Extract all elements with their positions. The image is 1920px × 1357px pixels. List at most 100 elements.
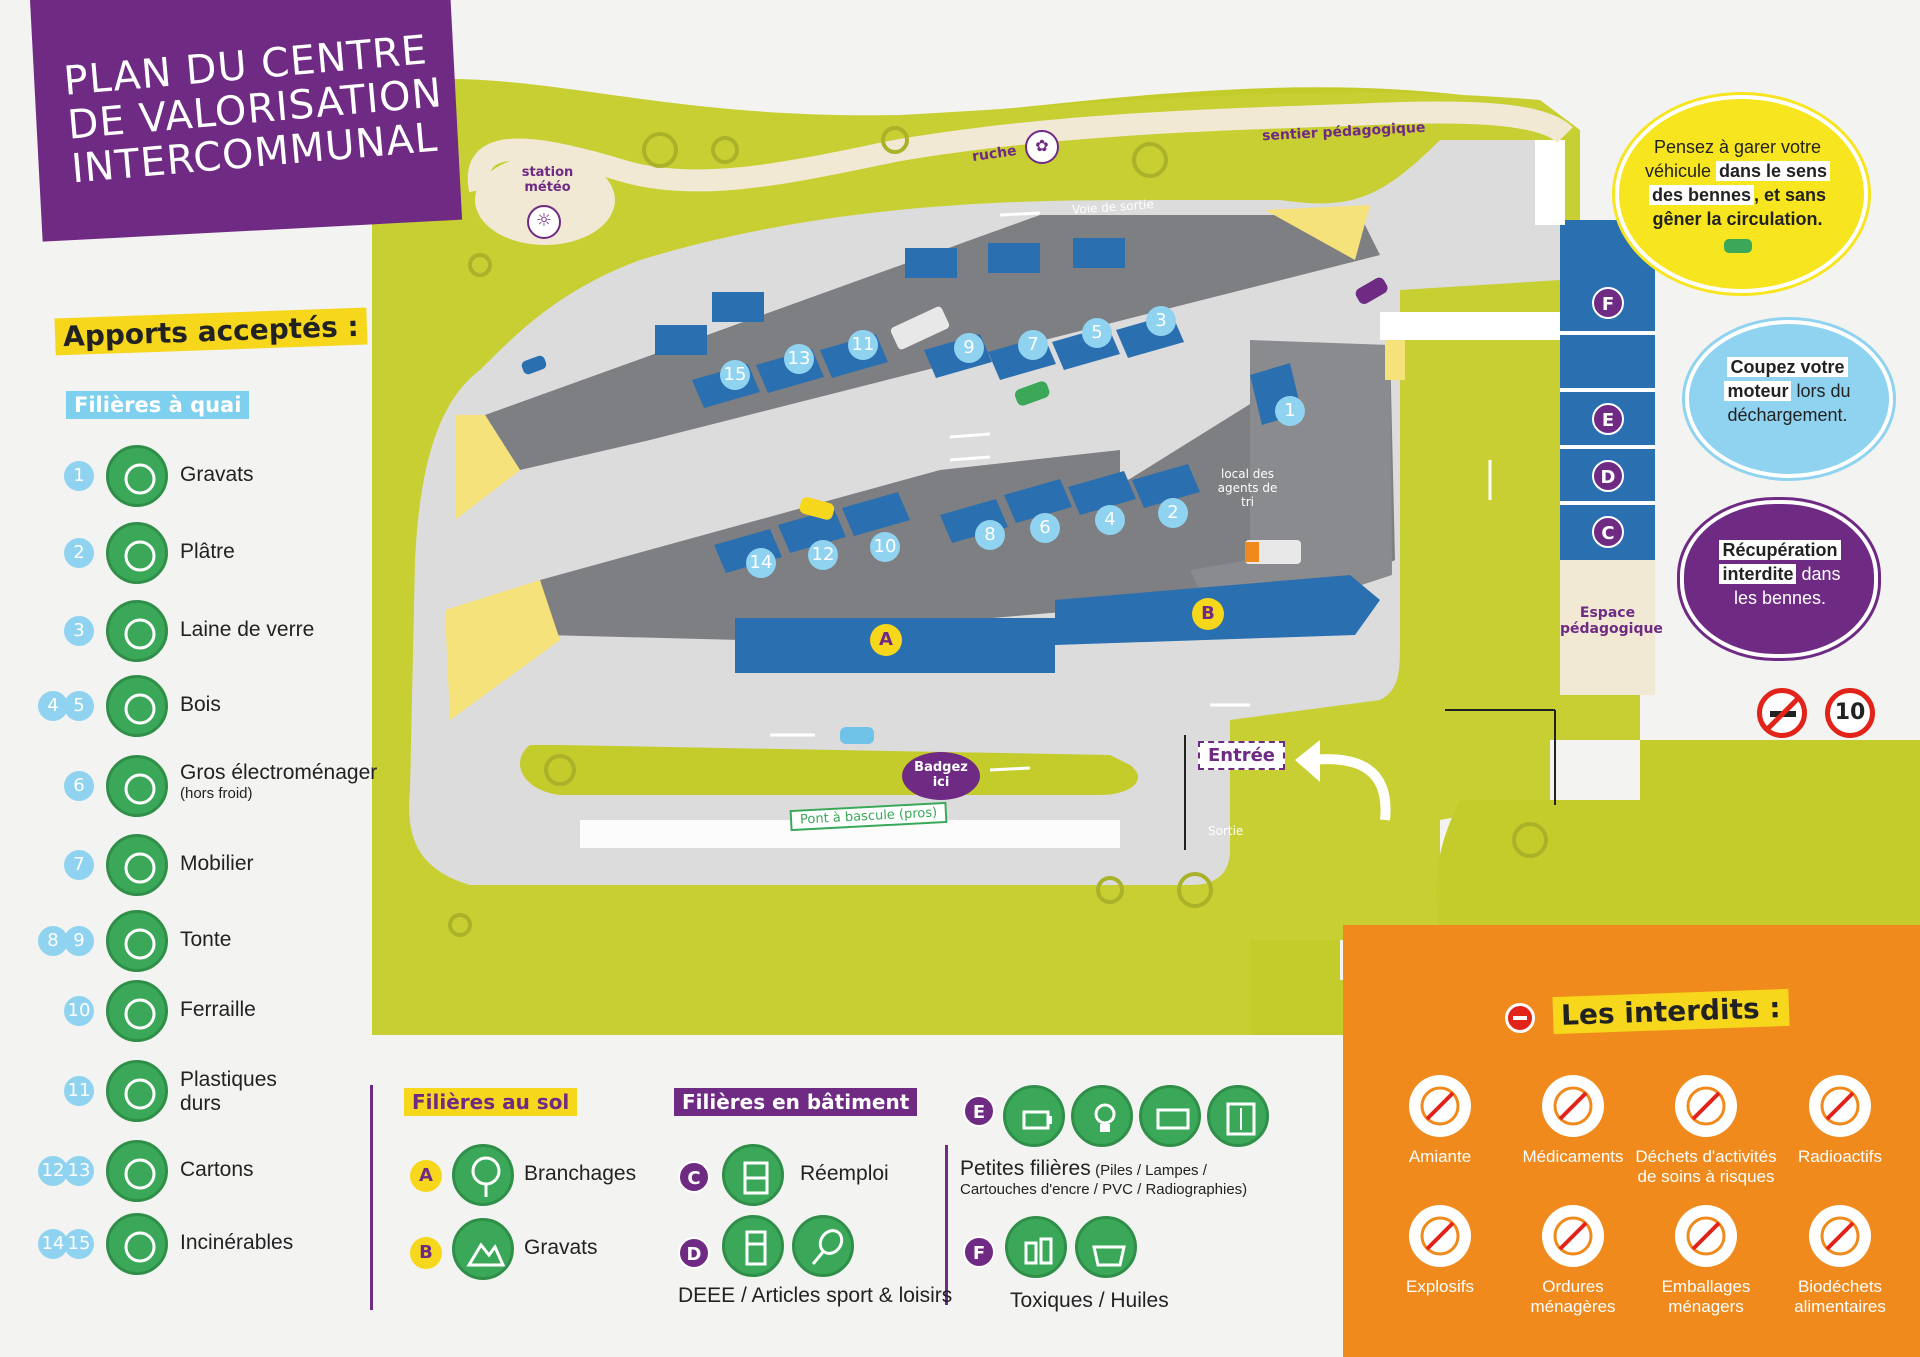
washing-machine-icon — [106, 755, 168, 817]
radioactive-icon — [1809, 1075, 1871, 1137]
accepted-item-label: Tonte — [180, 928, 232, 951]
speed-limit-sign: 10 — [1825, 688, 1875, 738]
accepted-item-label: Gros électroménager(hors froid) — [180, 761, 377, 802]
recovery-line2a: interdite — [1719, 564, 1797, 584]
accepted-item-label: Cartons — [180, 1158, 254, 1181]
glass-wool-icon — [106, 600, 168, 662]
building-heading-text: Filières en bâtiment — [674, 1088, 918, 1116]
engine-line2a: moteur — [1724, 381, 1792, 401]
bay-number-badge: 15 — [64, 1229, 94, 1259]
bay-number-1: 1 — [1275, 396, 1305, 426]
forbidden-item-label: Amiante — [1355, 1147, 1525, 1167]
parking-line4: gêner la circulation. — [1652, 209, 1823, 229]
bay-number-badge: 6 — [64, 771, 94, 801]
accepted-item-numbers: 1 — [64, 461, 94, 491]
bay-number-3: 3 — [1146, 306, 1176, 336]
grass-island — [520, 745, 1139, 795]
ground-b-label: Gravats — [524, 1236, 598, 1259]
engine-line3: déchargement. — [1727, 405, 1848, 425]
educational-path — [467, 101, 1573, 193]
garbage-icon — [1542, 1205, 1604, 1267]
forbidden-heading: Les interdits : — [1552, 988, 1790, 1035]
recovery-text: Récupération interdite dans les bennes. — [1700, 538, 1860, 610]
exit-label: Sortie — [1208, 824, 1244, 838]
bay-number-badge: 5 — [64, 691, 94, 721]
local-line2: agents de — [1217, 481, 1278, 495]
asbestos-icon — [1409, 1075, 1471, 1137]
accepted-item-label: Incinérables — [180, 1231, 294, 1254]
plaster-icon — [106, 522, 168, 584]
building-d-label: DEEE / Articles sport & loisirs — [678, 1284, 953, 1307]
accepted-item-numbers: 10 — [64, 996, 94, 1026]
local-line1: local des — [1220, 467, 1275, 481]
accepted-item-label: Gravats — [180, 463, 254, 486]
building-e-sub2: Cartouches d'encre / PVC / Radiographies… — [960, 1181, 1248, 1198]
label-line1: Ordures — [1542, 1277, 1604, 1296]
bay-number-badge: 4 — [38, 691, 68, 721]
bay-number-8: 8 — [975, 520, 1005, 550]
badge-here-label[interactable]: Badgez ici — [902, 752, 980, 800]
building-e-label: Petites filières (Piles / Lampes / Carto… — [960, 1157, 1247, 1198]
pedagogic-space-label: Espace pédagogique — [1560, 605, 1663, 637]
bay-number-13: 13 — [784, 344, 814, 374]
platform-a-letter: A — [870, 624, 902, 656]
bushes — [448, 126, 1548, 937]
label-line1: Biodéchets — [1797, 1277, 1883, 1296]
bay-number-badge: 3 — [64, 616, 94, 646]
bay-number-badge: 8 — [38, 926, 68, 956]
side-bay-c: C — [1592, 516, 1624, 548]
building-e-title: Petites filières — [960, 1157, 1091, 1180]
accepted-item-numbers: 11 — [64, 1076, 94, 1106]
bay-number-11: 11 — [848, 330, 878, 360]
fridge-icon — [722, 1215, 784, 1277]
building-c-letter: C — [678, 1161, 710, 1193]
furniture-icon — [106, 834, 168, 896]
forbidden-item-label: Médicaments — [1488, 1147, 1658, 1167]
quay-heading: Filières à quai — [66, 391, 250, 419]
toxic-bottles-icon — [1005, 1216, 1067, 1278]
ground-a-letter: A — [410, 1160, 442, 1192]
quay-heading-text: Filières à quai — [66, 391, 250, 419]
bay-number-badge: 10 — [64, 996, 94, 1026]
cars — [521, 277, 1388, 744]
bay-number-12: 12 — [808, 540, 838, 570]
label-line2: ménagers — [1668, 1297, 1744, 1316]
bay-number-badge: 2 — [64, 538, 94, 568]
bay-number-badge: 11 — [64, 1076, 94, 1106]
battery-icon — [1003, 1085, 1065, 1147]
accepted-item-numbers: 3 — [64, 616, 94, 646]
divider — [945, 1145, 948, 1305]
no-smoking-icon — [1757, 688, 1807, 738]
label-sub: (hors froid) — [180, 785, 253, 802]
bay-number-badge: 14 — [38, 1229, 68, 1259]
espace-line1: Espace — [1579, 605, 1636, 621]
bay-number-4: 4 — [1095, 505, 1125, 535]
label-line1: Emballages — [1661, 1277, 1751, 1296]
bee-icon: ✿ — [1025, 130, 1059, 164]
parking-line2a: véhicule — [1644, 161, 1716, 181]
label-line2: durs — [180, 1092, 221, 1115]
bay-number-badge: 7 — [64, 850, 94, 880]
label-line1: Plastiques — [180, 1068, 277, 1091]
forbidden-item-label: Explosifs — [1355, 1277, 1525, 1297]
tennis-racket-icon — [792, 1215, 854, 1277]
bay-number-6: 6 — [1030, 513, 1060, 543]
entrance-label: Entrée — [1198, 741, 1286, 770]
building-f-label: Toxiques / Huiles — [1010, 1289, 1169, 1312]
bay-number-10: 10 — [870, 532, 900, 562]
building-e-sub1: (Piles / Lampes / — [1095, 1162, 1207, 1179]
ground-heading-text: Filières au sol — [404, 1088, 578, 1116]
tree-icon — [452, 1144, 514, 1206]
divider — [370, 1085, 373, 1310]
parking-line3a: des bennes — [1648, 185, 1754, 205]
bay-number-badge: 12 — [38, 1156, 68, 1186]
bay-number-badge: 1 — [64, 461, 94, 491]
engine-line2b: lors du — [1791, 381, 1851, 401]
